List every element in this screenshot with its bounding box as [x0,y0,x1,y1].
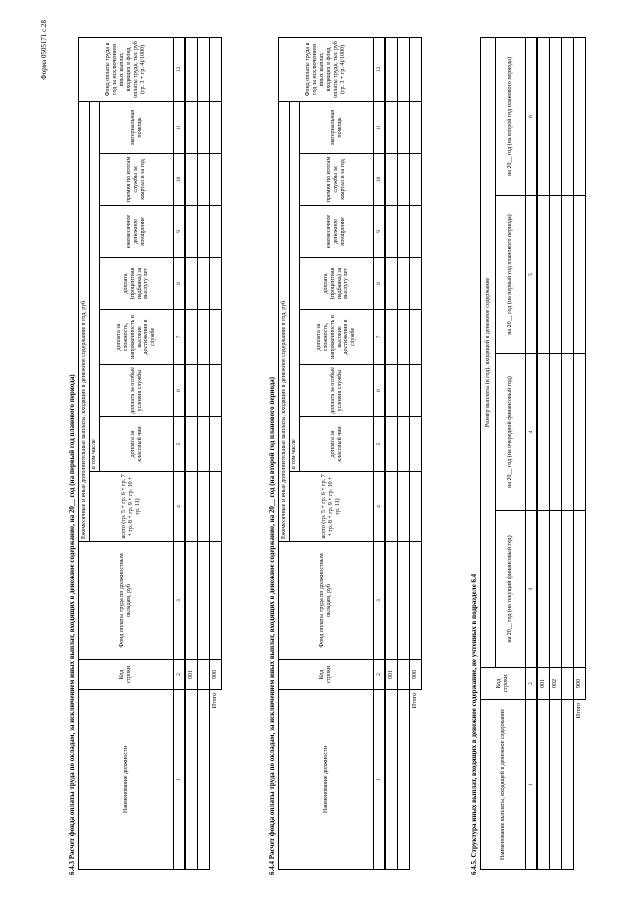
header-incl: в том числе [289,101,300,472]
header-c9: ежемесячное денежное поощрение [299,205,374,258]
total-code: 900 [573,667,586,700]
header-c11: материальная помощь [99,101,174,154]
col-num: 5 [173,416,185,472]
header-c6: доплата за особые условия службы [99,364,174,417]
header-fund: Фонд оплаты труда по должностным окладам… [78,541,174,660]
col-num: 1 [373,689,385,870]
header-c12: Фонд оплаты труда в год за исключением и… [278,37,374,102]
total-label: Итого [576,703,583,719]
col-num: 8 [173,257,185,310]
header-c9: ежемесячное денежное поощрение [99,205,174,258]
col-num: 2 [173,659,185,690]
header-year-1: на 20__ год (на текущий финансовый год) [495,510,526,668]
section-644-title: 6.4.4 Расчет фонда оплаты труда по оклад… [268,376,276,875]
table-row: 002 [549,37,562,870]
cell-name[interactable] [385,689,398,870]
total-label: Итого [212,693,219,709]
col-num: 4 [525,353,537,511]
row-code: 001 [537,667,550,700]
row-code: 001 [385,659,398,690]
header-c8: доплата (процентная надбавка) за выслугу… [99,257,174,310]
table-644: Наименование должности Код строки Фонд о… [278,37,422,870]
header-c5: доплата за классный чин [99,416,174,472]
table-645: Наименование выплаты, входящей в денежно… [480,37,586,870]
table-row: 001 [537,37,550,870]
header-code: Код строки [278,659,374,690]
header-code: Код строки [78,659,174,690]
col-num: 11 [373,101,385,154]
header-total: всего (гр. 5 + гр. 6 + гр. 7 + гр. 8 + г… [289,471,374,542]
total-code: 900 [209,659,222,690]
header-size: Размер выплаты (в год), входящей в денеж… [480,37,496,668]
table-row: 001 [185,37,198,870]
col-num: 8 [373,257,385,310]
header-total: всего (гр. 5 + гр. 6 + гр. 7 + гр. 8 + г… [89,471,174,542]
col-num: 7 [173,309,185,365]
header-group: Ежемесячные и иные дополнительные выплат… [278,101,290,542]
table-row-total: Итого 900 [573,37,586,869]
header-c7: доплата за сложность, напряженность и вы… [99,309,174,365]
total-label: Итого [412,693,419,709]
section-643-title: 6.4.3 Расчет фонда оплаты труда по оклад… [68,374,76,875]
header-c6: доплата за особые условия службы [299,364,374,417]
header-c10: премия по итогам службы за квартал и за … [99,153,174,206]
header-c8: доплата (процентная надбавка) за выслугу… [299,257,374,310]
col-num: 5 [525,195,537,354]
header-incl: в том числе [89,101,100,472]
total-code: 900 [409,659,422,690]
col-num: 6 [373,364,385,417]
table-row [561,37,574,870]
col-num: 10 [373,153,385,206]
col-num: 3 [525,510,537,668]
col-num: 7 [373,309,385,365]
col-num: 1 [173,689,185,870]
header-c5: доплата за классный чин [299,416,374,472]
cell-name[interactable] [185,689,198,870]
header-year-2: на 20__ год (на очередной финансовый год… [495,353,526,511]
header-c12: Фонд оплаты труда в год за исключением и… [78,37,174,102]
section-645-title: 6.4.5. Структура иных выплат, входящих в… [470,573,478,875]
header-year-4: на 20__ год (на второй год планового пер… [495,37,526,196]
row-code: 002 [549,667,562,700]
col-num: 6 [525,37,537,196]
col-num: 12 [373,37,385,102]
table-row [397,37,410,870]
header-group: Ежемесячные и иные дополнительные выплат… [78,101,90,542]
row-code: 001 [185,659,198,690]
col-num: 10 [173,153,185,206]
header-year-3: на 20__ год (на первый год планового пер… [495,195,526,354]
col-num: 3 [173,541,185,660]
header-c10: премия по итогам службы за квартал и за … [299,153,374,206]
col-num: 4 [373,471,385,542]
header-name: Наименование выплаты, входящей в денежно… [480,699,526,870]
col-num: 9 [373,205,385,258]
col-num: 9 [173,205,185,258]
col-num: 4 [173,471,185,542]
table-row [197,37,210,870]
header-c7: доплата за сложность, напряженность и вы… [299,309,374,365]
header-name: Наименование должности [78,689,174,870]
col-num: 5 [373,416,385,472]
col-num: 2 [525,667,537,700]
header-code: Код строки [480,667,526,700]
table-row-total: Итого 900 [209,37,222,869]
table-row: 001 [385,37,398,870]
table-643: Наименование должности Код строки Фонд о… [78,37,222,870]
table-row-total: Итого 900 [409,37,422,869]
col-num: 2 [373,659,385,690]
col-num: 11 [173,101,185,154]
col-num: 6 [173,364,185,417]
col-num: 3 [373,541,385,660]
header-name: Наименование должности [278,689,374,870]
col-num: 1 [525,699,537,870]
header-fund: Фонд оплаты труда по должностным окладам… [278,541,374,660]
col-num: 12 [173,37,185,102]
header-c11: материальная помощь [299,101,374,154]
form-label: Форма 0505171 с.28 [40,20,48,80]
